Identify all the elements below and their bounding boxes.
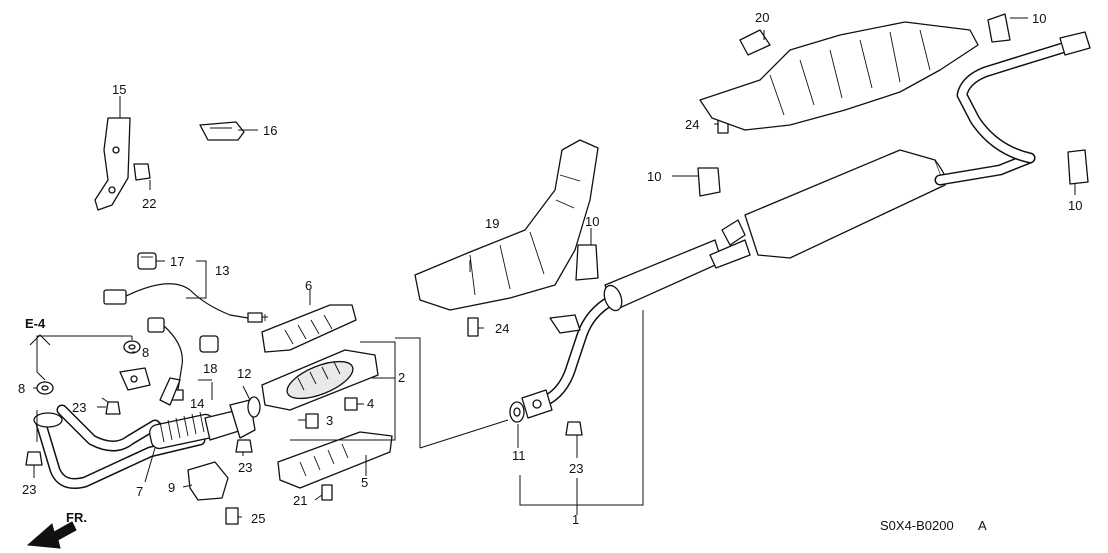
callout-2[interactable]: 2 [398, 370, 405, 385]
callout-11[interactable]: 11 [512, 448, 526, 463]
section-ref: E-4 [25, 316, 46, 331]
callouts: 1 2 3 4 5 6 7 8 8 9 10 10 10 10 11 12 13… [18, 10, 1082, 527]
connector-b [199, 335, 219, 353]
ref-code: S0X4-B0200 [880, 518, 954, 533]
primary-o2-sensor [103, 283, 268, 323]
heat-shield-lower [277, 431, 393, 489]
heat-shield-rear [699, 21, 979, 131]
callout-9[interactable]: 9 [168, 480, 175, 495]
callout-8a[interactable]: 8 [142, 345, 149, 360]
callout-21[interactable]: 21 [293, 493, 307, 508]
callout-24a[interactable]: 24 [495, 321, 509, 336]
callout-23a[interactable]: 23 [72, 400, 86, 415]
callout-17[interactable]: 17 [170, 254, 184, 269]
front-direction-arrow: FR. [26, 510, 87, 549]
muffler-assembly [521, 31, 1091, 419]
callout-10d[interactable]: 10 [1068, 198, 1082, 213]
callout-22[interactable]: 22 [142, 196, 156, 211]
direction-label: FR. [66, 510, 87, 525]
leader-lines [29, 17, 1076, 518]
secondary-o2-sensor [147, 317, 184, 406]
catalytic-converter [261, 349, 379, 411]
callout-3[interactable]: 3 [326, 413, 333, 428]
heat-shield-upper [261, 304, 357, 353]
callout-10c[interactable]: 10 [647, 169, 661, 184]
exhaust-pipe-a [33, 399, 256, 489]
callout-10a[interactable]: 10 [1032, 11, 1046, 26]
callout-23c[interactable]: 23 [238, 460, 252, 475]
clip [199, 121, 245, 141]
callout-5[interactable]: 5 [361, 475, 368, 490]
callout-20[interactable]: 20 [755, 10, 769, 25]
callout-12[interactable]: 12 [237, 366, 251, 381]
callout-23d[interactable]: 23 [569, 461, 583, 476]
bolts [133, 116, 729, 525]
callout-4[interactable]: 4 [367, 396, 374, 411]
callout-18[interactable]: 18 [203, 361, 217, 376]
callout-8b[interactable]: 8 [18, 381, 25, 396]
connector [137, 252, 157, 270]
callout-19[interactable]: 19 [485, 216, 499, 231]
callout-7[interactable]: 7 [136, 484, 143, 499]
heat-shield-middle [414, 139, 599, 311]
mount-rubber [187, 461, 229, 501]
ref-suffix: A [978, 518, 987, 533]
gaskets-nuts [25, 340, 583, 466]
callout-15[interactable]: 15 [112, 82, 126, 97]
callout-25[interactable]: 25 [251, 511, 265, 526]
callout-6[interactable]: 6 [305, 278, 312, 293]
callout-1[interactable]: 1 [572, 512, 579, 527]
callout-23b[interactable]: 23 [22, 482, 36, 497]
bracket [94, 117, 131, 211]
callout-10b[interactable]: 10 [585, 214, 599, 229]
callout-14[interactable]: 14 [190, 396, 204, 411]
hanger-rubbers [575, 13, 1089, 281]
callout-24b[interactable]: 24 [685, 117, 699, 132]
callout-13[interactable]: 13 [215, 263, 229, 278]
callout-16[interactable]: 16 [263, 123, 277, 138]
